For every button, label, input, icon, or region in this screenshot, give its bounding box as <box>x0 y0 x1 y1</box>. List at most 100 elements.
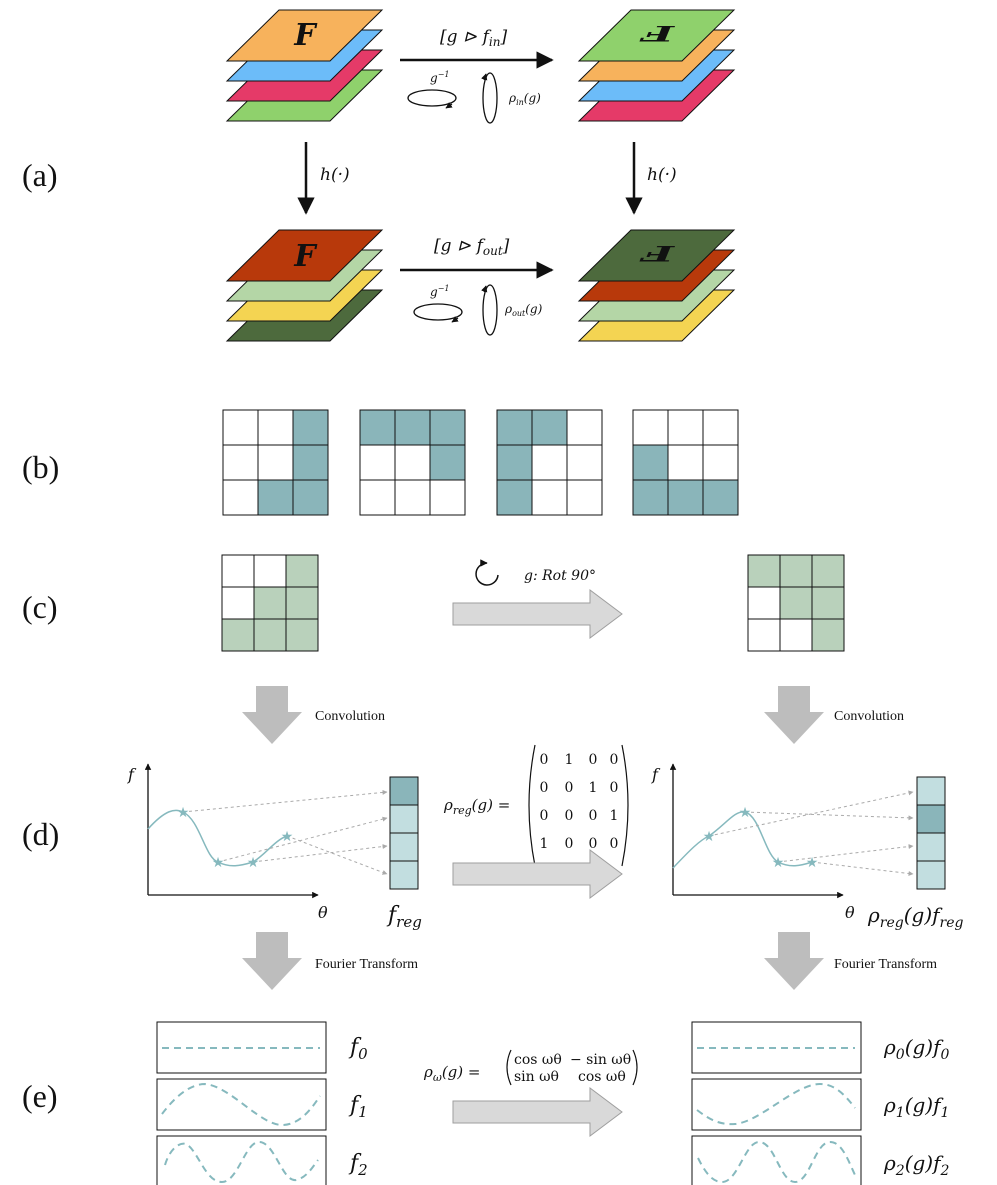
label-h-right: h(·) <box>647 165 677 185</box>
stack-output: F <box>225 229 384 342</box>
label-rho1-f1: ρ1(g)f1 <box>883 1093 949 1121</box>
down-arrow-ft-right <box>764 932 824 990</box>
label-ginv-top: g−1 <box>430 70 449 85</box>
svg-text:★: ★ <box>247 855 260 871</box>
down-arrow-conv-right <box>764 686 824 744</box>
svg-text:★: ★ <box>703 829 716 845</box>
svg-text:0: 0 <box>589 752 598 768</box>
permutation-matrix: 0 1 0 0 0 0 1 0 0 0 0 1 1 0 0 0 <box>540 752 619 852</box>
label-fourier-left: Fourier Transform <box>315 957 418 972</box>
axis-label-theta-left: θ <box>318 903 328 922</box>
rotation-rho-in-arrowhead <box>481 73 488 81</box>
panel-label-d: (d) <box>22 816 59 852</box>
svg-text:0: 0 <box>540 808 549 824</box>
axis-label-theta-right: θ <box>845 903 855 922</box>
layer-dark-green <box>577 229 736 282</box>
rot-matrix-bracket-left <box>506 1049 512 1086</box>
projections-left <box>182 789 388 875</box>
svg-text:0: 0 <box>589 836 598 852</box>
label-rho-reg: ρreg(g) = <box>443 796 510 817</box>
axis-label-f-left: f <box>127 765 137 784</box>
label-rho-in: ρin(g) <box>508 91 541 107</box>
stack-input-transformed: F <box>577 9 736 122</box>
rotation-ginv-bottom-icon <box>413 303 463 321</box>
freg-column-left <box>389 776 419 890</box>
label-rho-reg-freg: ρreg(g)freg <box>867 903 964 931</box>
svg-text:1: 1 <box>540 836 549 852</box>
grid-b1 <box>222 409 329 516</box>
big-arrow-c <box>452 589 623 639</box>
curve-left <box>147 809 288 867</box>
label-convolution-right: Convolution <box>834 709 904 724</box>
big-arrow-e <box>452 1087 623 1137</box>
label-f2: f2 <box>348 1151 368 1179</box>
svg-text:★: ★ <box>281 829 294 845</box>
projections-right <box>708 790 914 876</box>
grid-c-right <box>747 554 845 652</box>
label-rho-out: ρout(g) <box>504 302 543 318</box>
star-markers-right: ★ ★ ★ ★ <box>703 805 819 871</box>
svg-text:0: 0 <box>565 836 574 852</box>
svg-text:★: ★ <box>177 805 190 821</box>
panel-label-c: (c) <box>22 589 58 625</box>
svg-text:0: 0 <box>610 780 619 796</box>
rot-matrix-bracket-right <box>632 1049 638 1086</box>
panel-label-e: (e) <box>22 1078 58 1114</box>
matrix-bracket-left <box>528 744 536 867</box>
wave-f1-left <box>161 1082 321 1127</box>
svg-text:0: 0 <box>610 752 619 768</box>
big-arrow-d <box>452 849 623 899</box>
label-rho-omega: ρω(g) = <box>423 1063 480 1084</box>
label-rot90: g: Rot 90° <box>524 568 596 584</box>
rotation-ginv-arrowhead <box>445 102 453 109</box>
label-h-left: h(·) <box>320 165 350 185</box>
grid-c-left <box>221 554 319 652</box>
label-fourier-right: Fourier Transform <box>834 957 937 972</box>
grid-b4 <box>632 409 739 516</box>
matrix-bracket-right <box>621 744 629 867</box>
label-f0: f0 <box>348 1035 368 1063</box>
rotation-ginv-icon <box>407 89 457 107</box>
svg-text:0: 0 <box>565 780 574 796</box>
rotation-matrix: cos ωθ − sin ωθ sin ωθ cos ωθ <box>514 1052 631 1085</box>
svg-text:0: 0 <box>540 780 549 796</box>
svg-text:1: 1 <box>589 780 598 796</box>
svg-text:0: 0 <box>540 752 549 768</box>
svg-text:★: ★ <box>212 855 225 871</box>
label-rho2-f2: ρ2(g)f2 <box>883 1151 950 1179</box>
svg-text:0: 0 <box>565 808 574 824</box>
label-rho0-f0: ρ0(g)f0 <box>883 1035 950 1063</box>
svg-text:− sin ωθ: − sin ωθ <box>570 1052 631 1068</box>
wave-f2-right <box>697 1140 856 1184</box>
wave-f1-right <box>696 1082 856 1126</box>
grid-b2 <box>359 409 466 516</box>
freg-column-right <box>916 776 946 890</box>
svg-text:★: ★ <box>772 855 785 871</box>
svg-text:1: 1 <box>565 752 574 768</box>
svg-text:0: 0 <box>610 836 619 852</box>
label-convolution-left: Convolution <box>315 709 385 724</box>
star-markers-left: ★ ★ ★ ★ <box>177 805 294 871</box>
svg-text:cos ωθ: cos ωθ <box>514 1052 562 1068</box>
layer-red-brown <box>225 229 384 282</box>
rotation-ginv-bottom-arrowhead <box>451 316 459 323</box>
svg-text:0: 0 <box>589 808 598 824</box>
svg-text:★: ★ <box>806 855 819 871</box>
label-g-act-fin: [g ⊳ fin] <box>440 27 507 49</box>
box-f2-left <box>156 1135 327 1185</box>
svg-text:sin ωθ: sin ωθ <box>514 1069 559 1085</box>
label-g-act-fout: [g ⊳ fout] <box>434 236 510 258</box>
down-arrow-conv-left <box>242 686 302 744</box>
letter-f-input: F <box>293 18 318 53</box>
box-f1-left <box>156 1078 327 1131</box>
grid-b3 <box>496 409 603 516</box>
label-freg: freg <box>386 903 422 931</box>
box-f2-right <box>691 1135 862 1185</box>
stack-input: F <box>225 9 384 122</box>
letter-f-output: F <box>293 239 318 274</box>
svg-text:cos ωθ: cos ωθ <box>578 1069 626 1085</box>
rotation-rho-out-icon <box>482 284 498 336</box>
label-f1: f1 <box>348 1093 368 1121</box>
panel-label-a: (a) <box>22 157 58 193</box>
